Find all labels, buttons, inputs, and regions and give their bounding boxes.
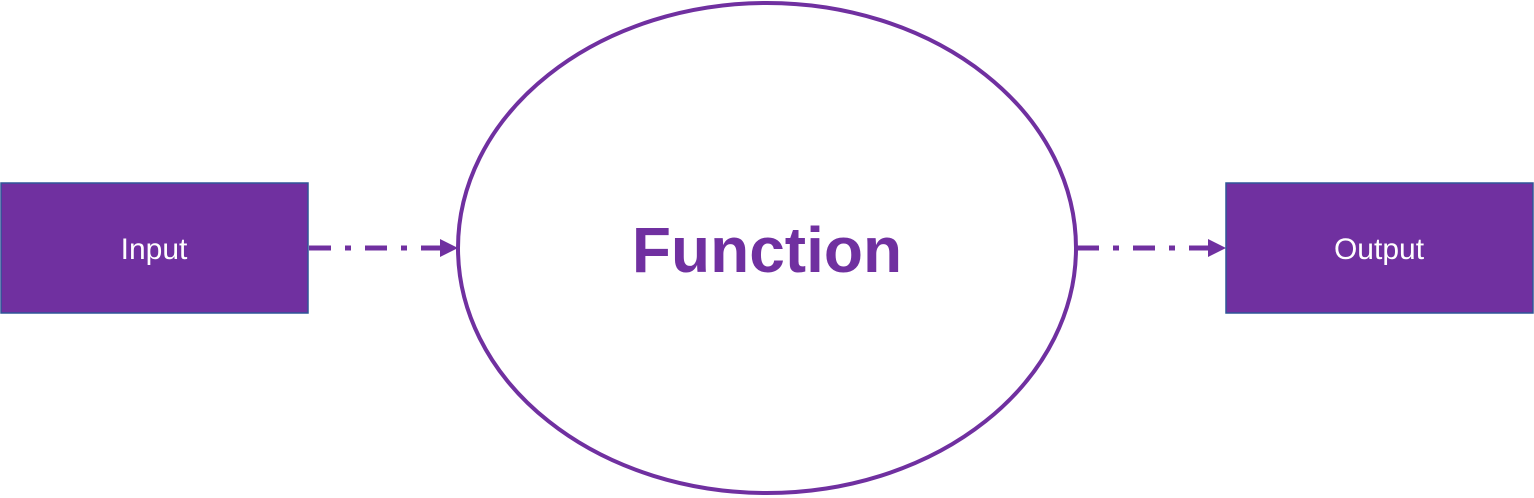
connector-function-to-output xyxy=(1077,239,1226,257)
function-ellipse xyxy=(456,1,1078,495)
output-label: Output xyxy=(1334,233,1425,266)
input-label: Input xyxy=(121,233,188,266)
arrowhead-icon xyxy=(1208,239,1226,257)
input-box xyxy=(0,182,309,314)
input-node: Input xyxy=(0,182,309,314)
function-node: Function xyxy=(456,1,1078,495)
output-box xyxy=(1225,182,1534,314)
output-node: Output xyxy=(1225,182,1534,314)
arrowhead-icon xyxy=(440,239,458,257)
function-label: Function xyxy=(632,214,902,286)
connector-input-to-function xyxy=(309,239,458,257)
